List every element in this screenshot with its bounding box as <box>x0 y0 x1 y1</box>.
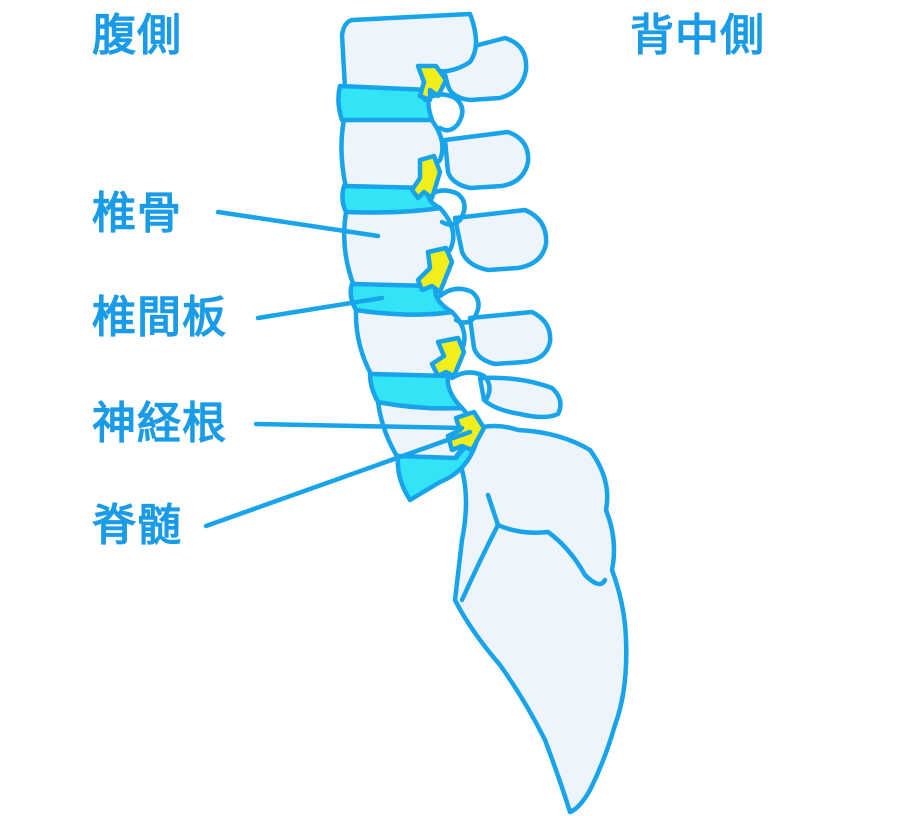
nerve-root-label: 神経根 <box>92 402 227 446</box>
intervertebral-disc-1 <box>338 86 432 120</box>
posterior-process-4 <box>470 312 550 364</box>
sacrum <box>455 426 626 812</box>
vertebra-label: 椎骨 <box>92 192 182 236</box>
intervertebral-disc-4 <box>370 374 462 408</box>
posterior-process-5 <box>480 378 560 417</box>
dorsal-side-label: 背中側 <box>630 14 765 58</box>
posterior-process-3 <box>455 210 546 270</box>
posterior-process-2 <box>445 132 528 188</box>
intervertebral-disc-label: 椎間板 <box>92 296 227 340</box>
ventral-side-label: 腹側 <box>92 14 182 58</box>
spinal-cord-label: 脊髄 <box>92 504 182 548</box>
